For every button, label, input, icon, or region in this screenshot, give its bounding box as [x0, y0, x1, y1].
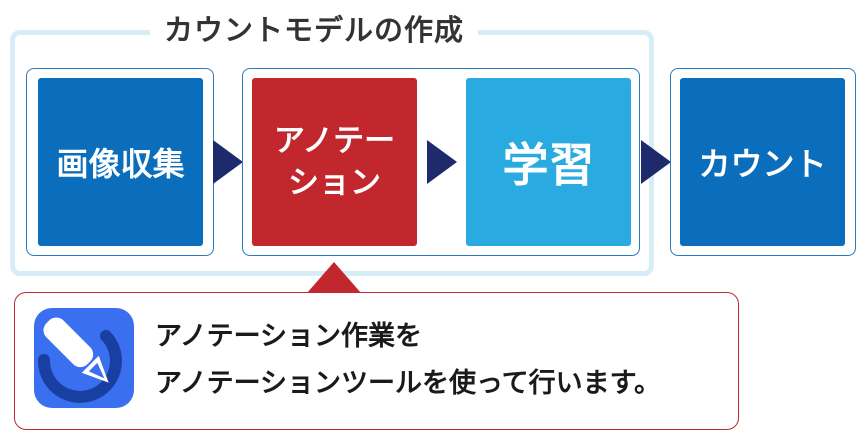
flow-arrow-1: [213, 140, 243, 184]
callout-text-line2: アノテーションツールを使って行います。: [155, 368, 661, 399]
callout-pointer: [307, 262, 361, 293]
step-count: カウント: [680, 78, 845, 246]
group-title: カウントモデルの作成: [150, 12, 479, 48]
step-training-label: 学習: [502, 138, 595, 192]
flow-arrow-2: [427, 140, 457, 184]
step-annotation-label-line1: アノテー: [273, 123, 396, 159]
step-image-collection-label: 画像収集: [56, 145, 185, 183]
flow-arrow-3: [641, 140, 671, 184]
annotation-pen-icon: [34, 308, 134, 408]
callout-text-line1: アノテーション作業を: [155, 321, 423, 352]
step-training: 学習: [466, 78, 631, 246]
step-image-collection: 画像収集: [38, 78, 203, 246]
step-annotation: アノテー ション: [252, 78, 417, 246]
step-count-label: カウント: [698, 145, 827, 183]
step-annotation-label-line2: ション: [288, 165, 381, 201]
annotation-callout: [14, 292, 739, 430]
